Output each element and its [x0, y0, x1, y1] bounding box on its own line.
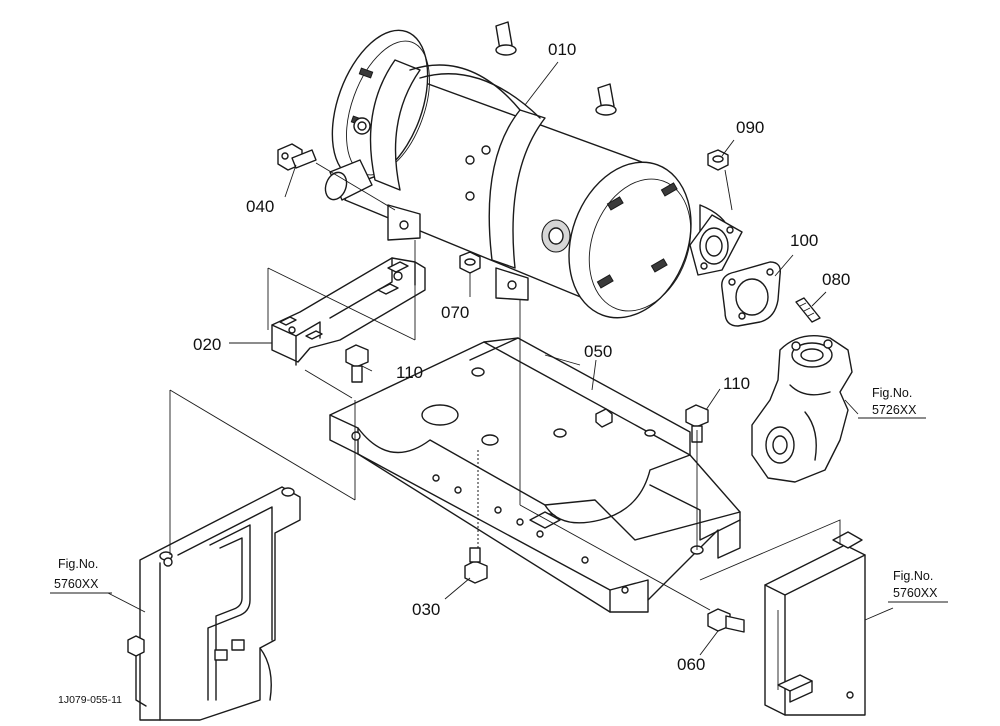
frame-bracket-left: [127, 486, 301, 721]
stud-080: [795, 297, 821, 323]
bolt-030: [464, 547, 488, 584]
fig-ref-5760xx-right: Fig.No. 5760XX: [888, 569, 948, 603]
frame-bracket-right: [764, 531, 866, 716]
bolt-110-left: [345, 344, 369, 383]
fig-ref-prefix: Fig.No.: [58, 557, 98, 571]
part-label-040: 040: [246, 197, 274, 216]
fig-ref-5760xx-left: Fig.No. 5760XX: [50, 557, 112, 594]
fig-ref-prefix: Fig.No.: [872, 386, 912, 400]
base-plate-050: [329, 337, 741, 613]
fig-ref-number: 5726XX: [872, 403, 917, 417]
fig-refs: Fig.No. 5726XX Fig.No. 5760XX Fig.No. 57…: [50, 386, 948, 603]
leader-lines: [107, 61, 894, 656]
bolt-060: [707, 608, 745, 633]
drawing-code: 1J079-055-11: [58, 694, 122, 706]
part-label-110-left: 110: [396, 363, 423, 382]
part-label-110-right: 110: [723, 374, 750, 393]
part-label-060: 060: [677, 655, 705, 674]
part-label-070: 070: [441, 303, 469, 322]
part-label-020: 020: [193, 335, 221, 354]
bracket-020: [271, 257, 426, 366]
exhaust-manifold: [751, 335, 853, 483]
bolt-040: [277, 143, 317, 171]
part-label-030: 030: [412, 600, 440, 619]
fig-ref-number: 5760XX: [54, 577, 99, 591]
part-label-100: 100: [790, 231, 818, 250]
part-label-090: 090: [736, 118, 764, 137]
part-label-050: 050: [584, 342, 612, 361]
nut-070: [459, 251, 481, 274]
part-label-080: 080: [822, 270, 850, 289]
part-label-010: 010: [548, 40, 576, 59]
fig-ref-prefix: Fig.No.: [893, 569, 933, 583]
dpf-muffler-010: [324, 21, 743, 319]
fig-ref-number: 5760XX: [893, 586, 938, 600]
gasket-100: [721, 261, 781, 327]
nut-090: [707, 149, 729, 171]
part-labels: 010 020 030 040 050 060 070 080 090 100 …: [193, 40, 850, 674]
fig-ref-5726xx: Fig.No. 5726XX: [858, 386, 926, 419]
